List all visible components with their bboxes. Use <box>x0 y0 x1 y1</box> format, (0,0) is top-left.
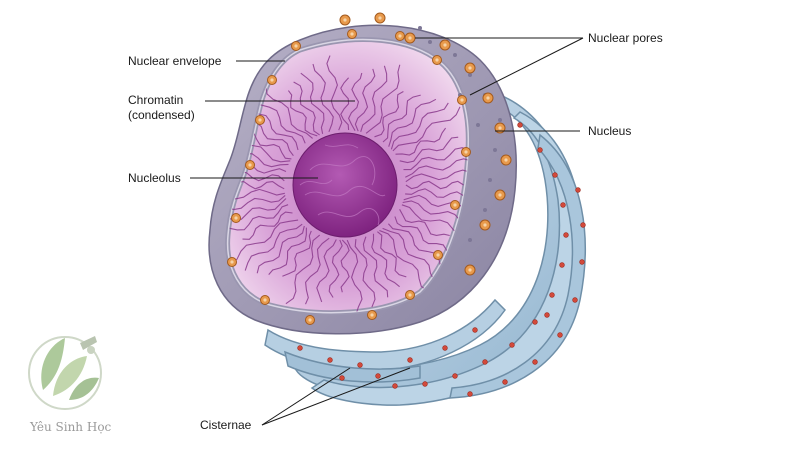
nuclear-pore-center <box>504 158 508 162</box>
watermark-text: Yêu Sinh Học <box>29 420 112 434</box>
nuclear-pore-center <box>468 66 472 70</box>
nuclear-pore-center <box>486 96 490 100</box>
label-nucleolus: Nucleolus <box>128 171 181 185</box>
nuclear-pore-center <box>498 126 502 130</box>
chromatin-strand <box>227 194 286 211</box>
nuclear-pore-center <box>370 313 374 317</box>
chromatin-strand <box>399 209 450 237</box>
nuclear-pore-center <box>263 298 267 302</box>
chromatin-strand <box>382 227 435 281</box>
chromatin-strand <box>263 77 313 139</box>
chromatin-strand <box>365 64 401 134</box>
label-nuclear-pores: Nuclear pores <box>588 31 663 45</box>
chromatin-strand <box>346 239 363 313</box>
chromatin-strand <box>285 234 321 305</box>
chromatin-strand <box>354 68 376 132</box>
nuclear-pore-center <box>453 203 457 207</box>
chromatin-strand <box>399 136 459 164</box>
chromatin-strand <box>395 127 447 156</box>
label-nucleus: Nucleus <box>588 124 631 138</box>
chromatin-strand <box>379 229 429 292</box>
nuclear-pore-center <box>308 318 312 322</box>
nuclear-pore-center <box>294 44 298 48</box>
chromatin-strand <box>229 204 289 231</box>
chromatin-strand <box>340 77 350 131</box>
chromatin <box>227 55 469 313</box>
nuclear-pore-center <box>483 223 487 227</box>
chromatin-strand <box>394 216 448 251</box>
chromatin-strand <box>405 180 464 190</box>
chromatin-strand <box>244 223 303 271</box>
nuclear-pore-center <box>234 216 238 220</box>
nucleolus <box>292 132 398 238</box>
chromatin-strand <box>374 91 404 138</box>
nuclear-pore-center <box>258 118 262 122</box>
chromatin-strand <box>282 230 312 277</box>
chromatin-strand <box>326 55 343 131</box>
nuclear-pore-center <box>443 43 447 47</box>
nuclear-pore-center <box>498 193 502 197</box>
nuclear-pore-center <box>408 36 412 40</box>
chromatin-strand <box>242 211 293 240</box>
chromatin-strand <box>316 239 337 303</box>
chromatin-strand <box>371 233 400 288</box>
chromatin-strand <box>403 147 469 171</box>
chromatin-strand <box>293 81 320 136</box>
chromatin-strand <box>227 188 285 202</box>
chromatin-strand <box>405 158 469 178</box>
chromatin-strand <box>300 72 325 134</box>
chromatin-strand <box>312 63 334 132</box>
chromatin-strand <box>360 65 388 132</box>
chromatin-strand <box>304 237 330 305</box>
nuclear-pore-center <box>378 16 382 20</box>
chromatin-strand <box>340 239 350 293</box>
nuclear-pore-center <box>464 150 468 154</box>
chromatin-strand <box>347 72 363 131</box>
label-cisternae: Cisternae <box>200 418 252 432</box>
chromatin-strand <box>328 239 343 298</box>
chromatin-strand <box>388 98 437 147</box>
nuclear-pore-center <box>398 34 402 38</box>
nuclear-pore-center <box>468 268 472 272</box>
chromatin-strand <box>230 219 299 265</box>
nuclear-pore-center <box>343 18 347 22</box>
chromatin-strand <box>405 188 469 201</box>
er-cisternae <box>264 94 586 406</box>
chromatin-strand <box>287 90 318 137</box>
leader-lines <box>190 37 584 426</box>
chromatin-strand <box>256 225 305 274</box>
chromatin-strand <box>362 236 389 298</box>
chromatin-strand <box>405 169 469 183</box>
nuclear-pore-center <box>436 253 440 257</box>
chromatin-strand <box>377 231 407 278</box>
nuclear-pore-center <box>460 98 464 102</box>
chromatin-strand <box>390 102 449 150</box>
leaf-logo-icon <box>28 336 102 410</box>
nuclear-pore-center <box>270 78 274 82</box>
chromatin-strand <box>227 142 289 168</box>
chromatin-strand <box>382 94 421 143</box>
chromatin-strand <box>227 129 291 163</box>
label-nuclear-envelope: Nuclear envelope <box>128 54 222 68</box>
nuclear-pore-center <box>230 260 234 264</box>
nuclear-pore-center <box>350 32 354 36</box>
chromatin-strand <box>392 106 461 152</box>
label-chromatin-sub: (condensed) <box>128 108 195 122</box>
chromatin-strand <box>268 227 307 275</box>
nuclear-pore-center <box>248 163 252 167</box>
nuclear-pore-center <box>408 293 412 297</box>
nuclear-pore-center <box>435 58 439 62</box>
chromatin-strand <box>354 239 376 308</box>
label-chromatin: Chromatin <box>128 93 183 107</box>
